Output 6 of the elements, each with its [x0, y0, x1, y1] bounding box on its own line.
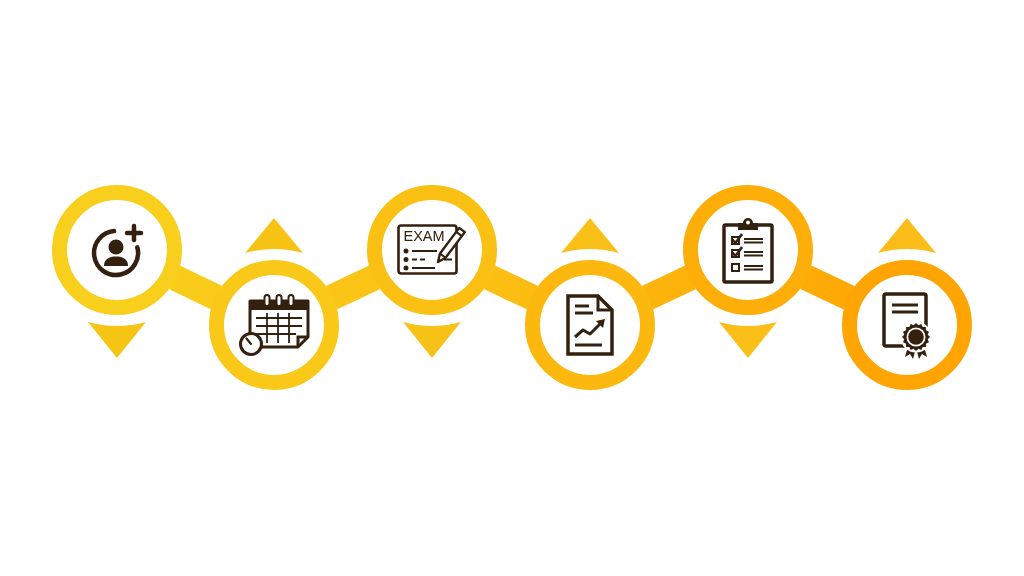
connector-band [800, 265, 855, 310]
exam-heading: EXAM [403, 228, 445, 244]
connector-band [642, 265, 696, 310]
connector-band [484, 265, 538, 310]
connector-band [326, 265, 380, 310]
connector-band [169, 265, 222, 310]
